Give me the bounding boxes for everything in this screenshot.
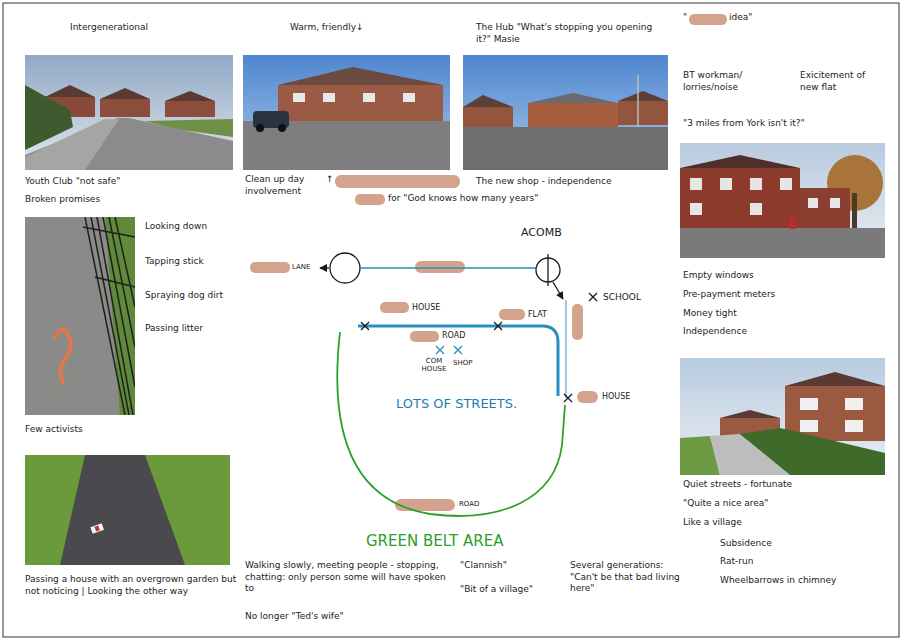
note-text: Youth Club "not safe" <box>25 176 120 188</box>
quote-note: Several generations: "Can't be that bad … <box>570 560 688 595</box>
note-text: Passing a house with an overgrown garden… <box>25 574 240 597</box>
map-label: HOUSE <box>411 303 441 312</box>
hub-photo <box>463 55 668 170</box>
map-label: COM HOUSE <box>419 357 449 373</box>
note-text: Spraying dog dirt <box>145 290 223 302</box>
map-label: FLAT <box>527 310 548 319</box>
path-photo <box>25 455 230 565</box>
note-text: Pre-payment meters <box>683 289 775 301</box>
quote-note: No longer "Ted's wife" <box>245 611 344 623</box>
sketch-map <box>320 253 597 516</box>
note-text: Subsidence <box>720 538 772 550</box>
houses-photo <box>680 143 885 258</box>
map-label: SHOP <box>452 359 473 367</box>
note-text: Like a village <box>683 517 742 529</box>
quiet-street-photo <box>680 358 885 475</box>
note-text: Money tight <box>683 308 737 320</box>
note-text: Rat-run <box>720 556 753 568</box>
note-text: Quiet streets - fortunate <box>683 479 792 491</box>
note-text: The new shop - independence <box>476 176 612 188</box>
quote-mark: " <box>683 12 687 24</box>
redaction-mark <box>250 14 727 511</box>
photo-caption: Warm, friendly↓ <box>290 22 364 34</box>
map-label: HOUSE <box>601 392 631 401</box>
map-heading: GREEN BELT AREA <box>365 532 504 551</box>
map-label: LANE <box>291 263 312 271</box>
map-heading: LOTS OF STREETS. <box>395 396 518 413</box>
photo-caption: Intergenerational <box>70 22 148 34</box>
note-text: Walking slowly, meeting people - stoppin… <box>245 560 455 595</box>
note-text: Tapping stick <box>145 256 204 268</box>
page-frame <box>3 3 899 637</box>
note-text: Few activists <box>25 424 83 436</box>
quote-note: "3 miles from York isn't it?" <box>683 118 805 130</box>
quote-note: "Clannish" <box>460 560 507 572</box>
quote-note: idea" <box>729 12 752 24</box>
photo-caption: The Hub "What's stopping you opening it?… <box>476 22 661 45</box>
note-text: Clean up day involvement <box>245 174 325 197</box>
map-label: ROAD <box>441 331 466 340</box>
map-label: ROAD <box>458 500 480 508</box>
quote-note: "Bit of a village" <box>460 584 533 596</box>
note-text: Exicitement of new flat <box>800 70 885 93</box>
note-text: Independence <box>683 326 747 338</box>
note-text: Wheelbarrows in chimney <box>720 575 836 587</box>
note-text: Empty windows <box>683 270 754 282</box>
quote-note: for "God knows how many years" <box>388 193 538 205</box>
map-label: SCHOOL <box>602 292 642 304</box>
note-text: Looking down <box>145 221 207 233</box>
street-photo <box>25 55 233 170</box>
quote-note: "Quite a nice area" <box>683 498 769 510</box>
note-text: Broken promises <box>25 194 100 206</box>
arrow-note: ↑ <box>326 174 334 186</box>
terrace-photo <box>243 55 450 170</box>
note-text: BT workman/ lorries/noise <box>683 70 768 93</box>
pavement-photo <box>25 217 135 415</box>
note-text: Passing litter <box>145 323 203 335</box>
map-label: ACOMB <box>520 226 563 240</box>
